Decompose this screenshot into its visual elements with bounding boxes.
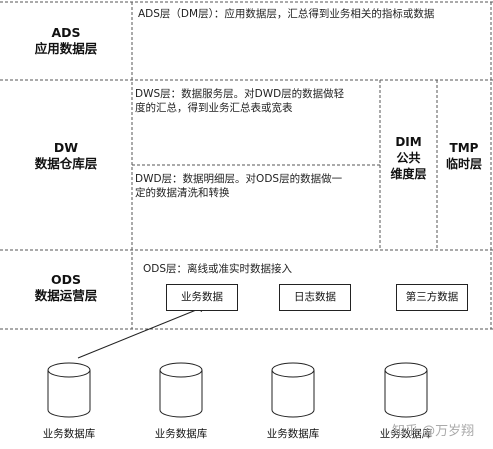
tmp-layer-cn: 临时层 — [445, 157, 482, 171]
dws-description: DWS层：数据服务层。对DWD层的数据做轻 度的汇总，得到业务汇总表或宽表 — [135, 87, 377, 115]
ads-layer-name: ADS — [51, 25, 81, 40]
dws-description-line2: 度的汇总，得到业务汇总表或宽表 — [135, 102, 293, 114]
database-label: 业务数据库 — [154, 428, 208, 440]
dwd-description-line1: DWD层：数据明细层。对ODS层的数据做一 — [135, 173, 343, 185]
dw-layer-label: DW 数据仓库层 — [0, 140, 132, 172]
ingest-arrow — [77, 304, 207, 359]
ods-layer-name: ODS — [50, 272, 81, 287]
dwd-description-line2: 定的数据清洗和转换 — [135, 187, 230, 199]
dw-layer-cn: 数据仓库层 — [34, 156, 98, 171]
dwd-description: DWD层：数据明细层。对ODS层的数据做一 定的数据清洗和转换 — [135, 172, 377, 200]
database-icon — [384, 362, 428, 418]
dim-layer-cn2: 维度层 — [390, 167, 427, 181]
ads-layer-cn: 应用数据层 — [34, 41, 98, 56]
database-icon — [271, 362, 315, 418]
dws-description-line1: DWS层：数据服务层。对DWD层的数据做轻 — [135, 88, 345, 100]
database-label: 业务数据库 — [42, 428, 96, 440]
ads-layer-label: ADS 应用数据层 — [0, 25, 132, 57]
tmp-layer-label: TMP 临时层 — [437, 140, 491, 172]
dim-layer-label: DIM 公共 维度层 — [380, 134, 437, 182]
dim-layer-cn1: 公共 — [396, 151, 421, 165]
ods-layer-cn: 数据运营层 — [34, 288, 98, 303]
database-icon — [47, 362, 91, 418]
ods-description: ODS层：离线或准实时数据接入 — [143, 263, 293, 275]
watermark: 知乎 @万岁翔 — [392, 424, 475, 439]
third-party-data-box: 第三方数据 — [396, 284, 468, 311]
ads-description: ADS层（DM层）：应用数据层，汇总得到业务相关的指标或数据 — [138, 8, 435, 20]
dim-layer-name: DIM — [395, 135, 422, 149]
ods-layer-label: ODS 数据运营层 — [0, 272, 132, 304]
log-data-box: 日志数据 — [279, 284, 351, 311]
dw-layer-name: DW — [53, 140, 79, 155]
database-label: 业务数据库 — [379, 428, 433, 440]
tmp-layer-name: TMP — [449, 141, 479, 155]
database-icon — [159, 362, 203, 418]
business-data-box: 业务数据 — [166, 284, 238, 311]
database-label: 业务数据库 — [266, 428, 320, 440]
